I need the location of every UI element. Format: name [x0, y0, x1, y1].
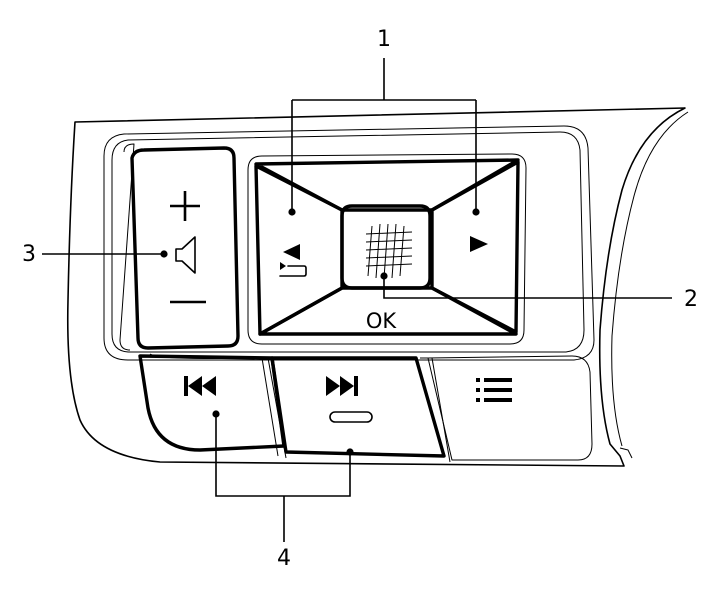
callout-4-label: 4	[277, 546, 291, 571]
ok-touchpad-button[interactable]	[340, 204, 432, 290]
left-arrow-icon	[283, 244, 300, 260]
touchpad-grid-icon	[365, 223, 413, 279]
callout-2: 2	[380, 272, 698, 312]
back-return-icon	[279, 262, 307, 277]
ok-label: OK	[366, 309, 398, 333]
directional-pad: OK	[247, 153, 527, 345]
callout-1-label: 1	[377, 27, 391, 52]
previous-track-icon	[184, 376, 216, 396]
right-arrow-icon	[470, 236, 488, 252]
plus-icon	[170, 191, 200, 221]
bottom-button-row	[138, 354, 593, 463]
next-track-button[interactable]	[270, 356, 446, 458]
next-track-long-press-icon	[329, 411, 373, 423]
menu-list-icon	[476, 378, 512, 402]
next-track-icon	[326, 376, 358, 396]
control-housing	[66, 107, 689, 467]
callout-3: 3	[22, 242, 168, 267]
previous-track-button[interactable]	[138, 354, 286, 452]
volume-rocker-button[interactable]	[119, 143, 241, 359]
up-button[interactable]	[254, 158, 520, 212]
down-button[interactable]	[258, 286, 518, 336]
callout-2-label: 2	[684, 287, 698, 312]
callout-4: 4	[212, 410, 354, 571]
menu-button[interactable]	[420, 355, 593, 463]
callout-1: 1	[288, 27, 480, 216]
callout-3-label: 3	[22, 242, 36, 267]
speaker-icon	[175, 236, 196, 274]
